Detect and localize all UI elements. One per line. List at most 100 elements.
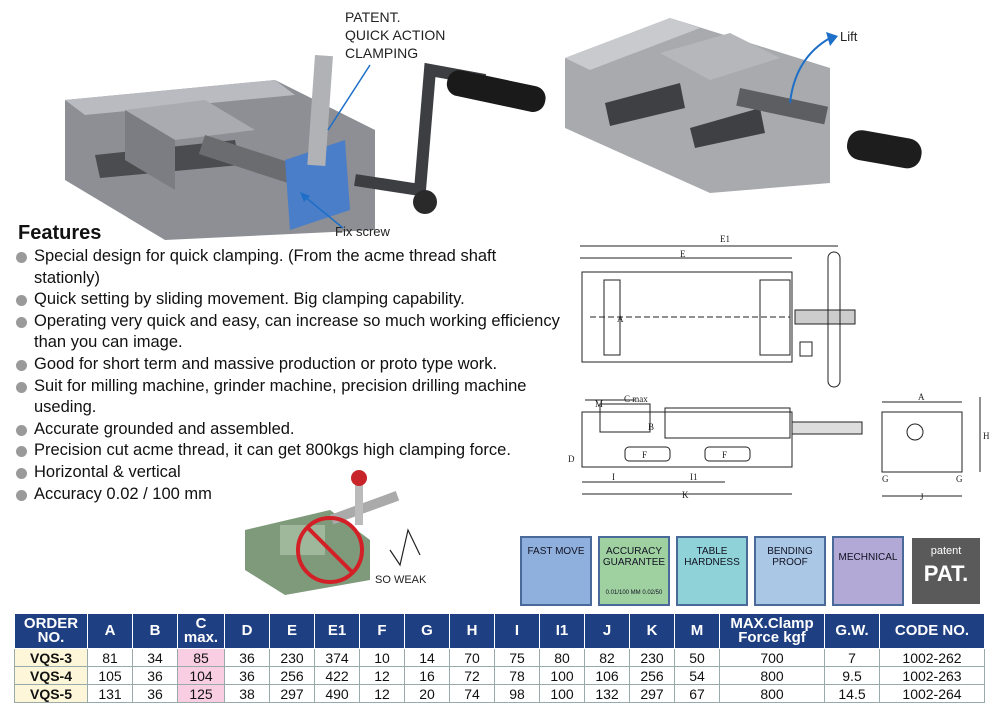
table-cell: 50 bbox=[674, 648, 720, 667]
table-cell: 297 bbox=[629, 684, 675, 703]
badge-sub: 0.01/100 MM 0.02/50 bbox=[605, 590, 663, 596]
features-list: Special design for quick clamping. (From… bbox=[14, 246, 564, 505]
feature-item: Horizontal & vertical bbox=[14, 462, 564, 484]
table-cell: 36 bbox=[224, 648, 270, 667]
table-cell: 132 bbox=[584, 684, 630, 703]
table-cell: 800 bbox=[719, 684, 825, 703]
col-c-max: C max. bbox=[177, 613, 225, 649]
table-cell: 1002-263 bbox=[879, 666, 985, 685]
badge-label: FAST MOVE bbox=[527, 546, 585, 557]
table-cell: VQS-5 bbox=[14, 684, 88, 703]
table-cell: 230 bbox=[629, 648, 675, 667]
table-cell: 125 bbox=[177, 684, 225, 703]
badge-bending-proof: BENDING PROOF bbox=[754, 536, 826, 606]
table-cell: 16 bbox=[404, 666, 450, 685]
patent-callout-line1: PATENT. bbox=[345, 9, 401, 25]
table-cell: 70 bbox=[449, 648, 495, 667]
badge-accuracy-guarantee: ACCURACY GUARANTEE 0.01/100 MM 0.02/50 bbox=[598, 536, 670, 606]
patent-callout: PATENT. QUICK ACTION CLAMPING bbox=[345, 8, 445, 62]
table-cell: 20 bbox=[404, 684, 450, 703]
table-cell: 490 bbox=[314, 684, 360, 703]
table-cell: 700 bbox=[719, 648, 825, 667]
spec-table: ORDER NO. A B C max. D E E1 F G H I I1 J… bbox=[14, 613, 985, 703]
col-a: A bbox=[87, 613, 133, 649]
badge-label: ACCURACY GUARANTEE bbox=[602, 546, 666, 568]
technical-drawing: E1 E A M C max B D F F I I1 K A H G G J bbox=[568, 234, 990, 502]
feature-item: Operating very quick and easy, can incre… bbox=[14, 311, 564, 354]
dim-a: A bbox=[617, 314, 624, 324]
vise-lift-photo bbox=[565, 18, 922, 193]
dim-g1: G bbox=[882, 474, 889, 484]
dim-b: B bbox=[648, 422, 654, 432]
table-cell: 81 bbox=[87, 648, 133, 667]
table-cell: 100 bbox=[539, 666, 585, 685]
table-cell: 256 bbox=[629, 666, 675, 685]
badge-big: PAT. bbox=[923, 561, 969, 586]
badge-mechnical: MECHNICAL bbox=[832, 536, 904, 606]
table-cell: 256 bbox=[269, 666, 315, 685]
table-cell: 374 bbox=[314, 648, 360, 667]
col-b: B bbox=[132, 613, 178, 649]
col-clamp-force: MAX.Clamp Force kgf bbox=[719, 613, 825, 649]
vise-crank-photo bbox=[65, 55, 546, 240]
col-e: E bbox=[269, 613, 315, 649]
table-cell: 106 bbox=[584, 666, 630, 685]
col-h: H bbox=[449, 613, 495, 649]
table-cell: 98 bbox=[494, 684, 540, 703]
fix-screw-label: Fix screw bbox=[335, 224, 390, 239]
badge-label: patent bbox=[930, 545, 962, 557]
dim-k: K bbox=[682, 490, 689, 500]
table-cell: 105 bbox=[87, 666, 133, 685]
table-cell: 80 bbox=[539, 648, 585, 667]
feature-item: Quick setting by sliding movement. Big c… bbox=[14, 289, 564, 311]
dim-i: I bbox=[612, 472, 615, 482]
lift-label: Lift bbox=[840, 29, 858, 44]
dim-e: E bbox=[680, 249, 686, 259]
feature-item: Accuracy 0.02 / 100 mm bbox=[14, 484, 564, 506]
table-cell: 74 bbox=[449, 684, 495, 703]
col-g: G bbox=[404, 613, 450, 649]
table-cell: 14.5 bbox=[824, 684, 880, 703]
dim-h: H bbox=[983, 431, 990, 441]
col-code-no: CODE NO. bbox=[879, 613, 985, 649]
feature-item: Special design for quick clamping. (From… bbox=[14, 246, 564, 289]
table-cell: 36 bbox=[224, 666, 270, 685]
table-cell: 297 bbox=[269, 684, 315, 703]
table-cell: 230 bbox=[269, 648, 315, 667]
col-d: D bbox=[224, 613, 270, 649]
col-f: F bbox=[359, 613, 405, 649]
table-cell: 85 bbox=[177, 648, 225, 667]
table-cell: 67 bbox=[674, 684, 720, 703]
dim-j: J bbox=[920, 492, 924, 502]
col-i: I bbox=[494, 613, 540, 649]
badge-table-hardness: TABLE HARDNESS bbox=[676, 536, 748, 606]
col-j: J bbox=[584, 613, 630, 649]
col-order-no: ORDER NO. bbox=[14, 613, 88, 649]
dim-m: M bbox=[595, 399, 603, 409]
badge-label: BENDING PROOF bbox=[767, 546, 813, 568]
badge-patent: patent PAT. bbox=[910, 536, 982, 606]
table-cell: 12 bbox=[359, 666, 405, 685]
badge-label: TABLE HARDNESS bbox=[684, 546, 740, 568]
table-cell: 10 bbox=[359, 648, 405, 667]
dim-f2: F bbox=[722, 450, 727, 460]
dim-f1: F bbox=[642, 450, 647, 460]
table-cell: 7 bbox=[824, 648, 880, 667]
fix-screw-arrow bbox=[300, 192, 344, 229]
table-cell: 36 bbox=[132, 666, 178, 685]
feature-item: Suit for milling machine, grinder machin… bbox=[14, 376, 564, 419]
feature-item: Precision cut acme thread, it can get 80… bbox=[14, 440, 564, 462]
table-cell: 78 bbox=[494, 666, 540, 685]
table-cell: 12 bbox=[359, 684, 405, 703]
table-cell: 75 bbox=[494, 648, 540, 667]
table-cell: 36 bbox=[132, 684, 178, 703]
col-gw: G.W. bbox=[824, 613, 880, 649]
dim-cmax: C max bbox=[624, 394, 648, 404]
table-cell: 72 bbox=[449, 666, 495, 685]
dim-i1: I1 bbox=[690, 472, 698, 482]
feature-item: Accurate grounded and assembled. bbox=[14, 419, 564, 441]
table-cell: 34 bbox=[132, 648, 178, 667]
competitor-vise-photo bbox=[245, 470, 421, 595]
